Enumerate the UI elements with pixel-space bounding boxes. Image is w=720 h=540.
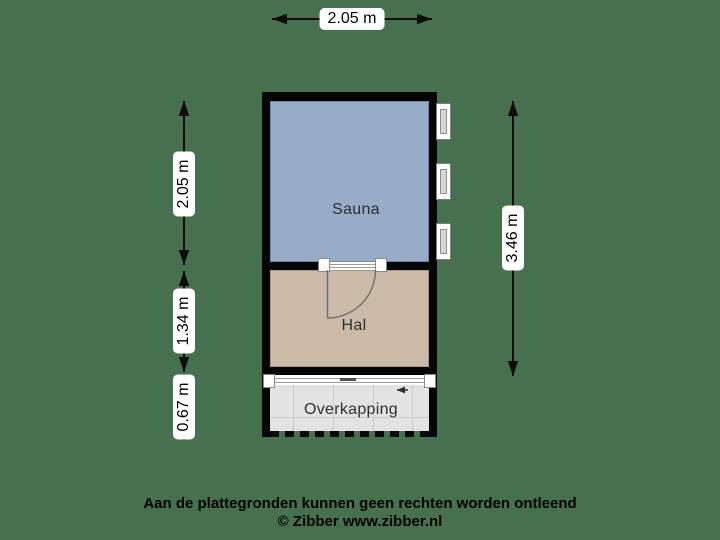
dimension-label-left-lower: 0.67 m xyxy=(173,374,195,440)
dimension-label-left-middle: 1.34 m xyxy=(173,288,195,354)
dimension-label-left-upper: 2.05 m xyxy=(173,151,195,217)
hal-label: Hal xyxy=(341,317,367,334)
dimension-label-right: 3.46 m xyxy=(502,205,524,271)
open-edge-dashed-line xyxy=(270,431,429,437)
overkapping-label: Overkapping xyxy=(303,401,399,418)
window-icon xyxy=(436,103,451,140)
window-icon xyxy=(436,223,451,260)
sauna-room xyxy=(270,101,429,262)
sauna-label: Sauna xyxy=(332,201,380,218)
door-jamb-right xyxy=(375,258,387,272)
footer-copyright: © Zibber www.zibber.nl xyxy=(277,513,443,530)
threshold-handle-mark xyxy=(340,378,356,381)
window-icon xyxy=(436,163,451,200)
threshold-jamb-left xyxy=(263,374,275,388)
window-glass xyxy=(440,169,447,194)
door-jamb-left xyxy=(318,258,330,272)
footer-disclaimer: Aan de plattegronden kunnen geen rechten… xyxy=(143,495,577,512)
dimension-label-top: 2.05 m xyxy=(319,8,385,30)
footer: Aan de plattegronden kunnen geen rechten… xyxy=(0,495,720,531)
building-outline xyxy=(262,92,451,437)
window-glass xyxy=(440,229,447,254)
window-glass xyxy=(440,109,447,134)
threshold-jamb-right xyxy=(424,374,436,388)
door-panel-in-wall xyxy=(330,262,375,270)
